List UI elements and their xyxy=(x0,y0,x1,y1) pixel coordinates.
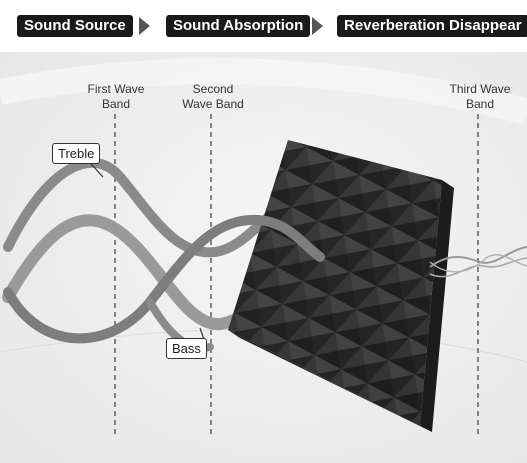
step-arrow-icon xyxy=(139,17,150,35)
residual-wave xyxy=(429,257,527,278)
residual-wave xyxy=(429,246,527,268)
step-reverberation-disappear: Reverberation Disappear xyxy=(337,15,527,37)
first-band-label-line2: Band xyxy=(101,97,131,111)
first-band-label-line1: First Wave xyxy=(87,82,145,96)
bass-wave-front xyxy=(3,214,325,344)
treble-callout: Treble xyxy=(52,143,101,164)
bass-callout: Bass xyxy=(166,338,207,359)
light-streak xyxy=(0,58,527,125)
acoustic-foam-panel xyxy=(228,140,454,432)
diagram-illustration xyxy=(0,52,527,463)
diagram-stage: First Wave Band Second Wave Band Third W… xyxy=(0,52,527,463)
step-arrow-icon xyxy=(312,17,323,35)
process-header: Sound Source Sound Absorption Reverberat… xyxy=(0,0,527,52)
treble-wave xyxy=(3,157,310,258)
third-band-label: Third Wave Band xyxy=(440,82,520,112)
second-band-label-line1: Second xyxy=(192,82,234,96)
step-sound-absorption: Sound Absorption xyxy=(166,15,311,37)
third-band-label-line2: Band xyxy=(465,97,495,111)
second-band-label: Second Wave Band xyxy=(173,82,253,112)
step-sound-source: Sound Source xyxy=(17,15,133,37)
residual-wave xyxy=(429,254,527,273)
first-band-label: First Wave Band xyxy=(76,82,156,112)
second-band-label-line2: Wave Band xyxy=(182,97,244,111)
third-band-label-line1: Third Wave xyxy=(449,82,511,96)
